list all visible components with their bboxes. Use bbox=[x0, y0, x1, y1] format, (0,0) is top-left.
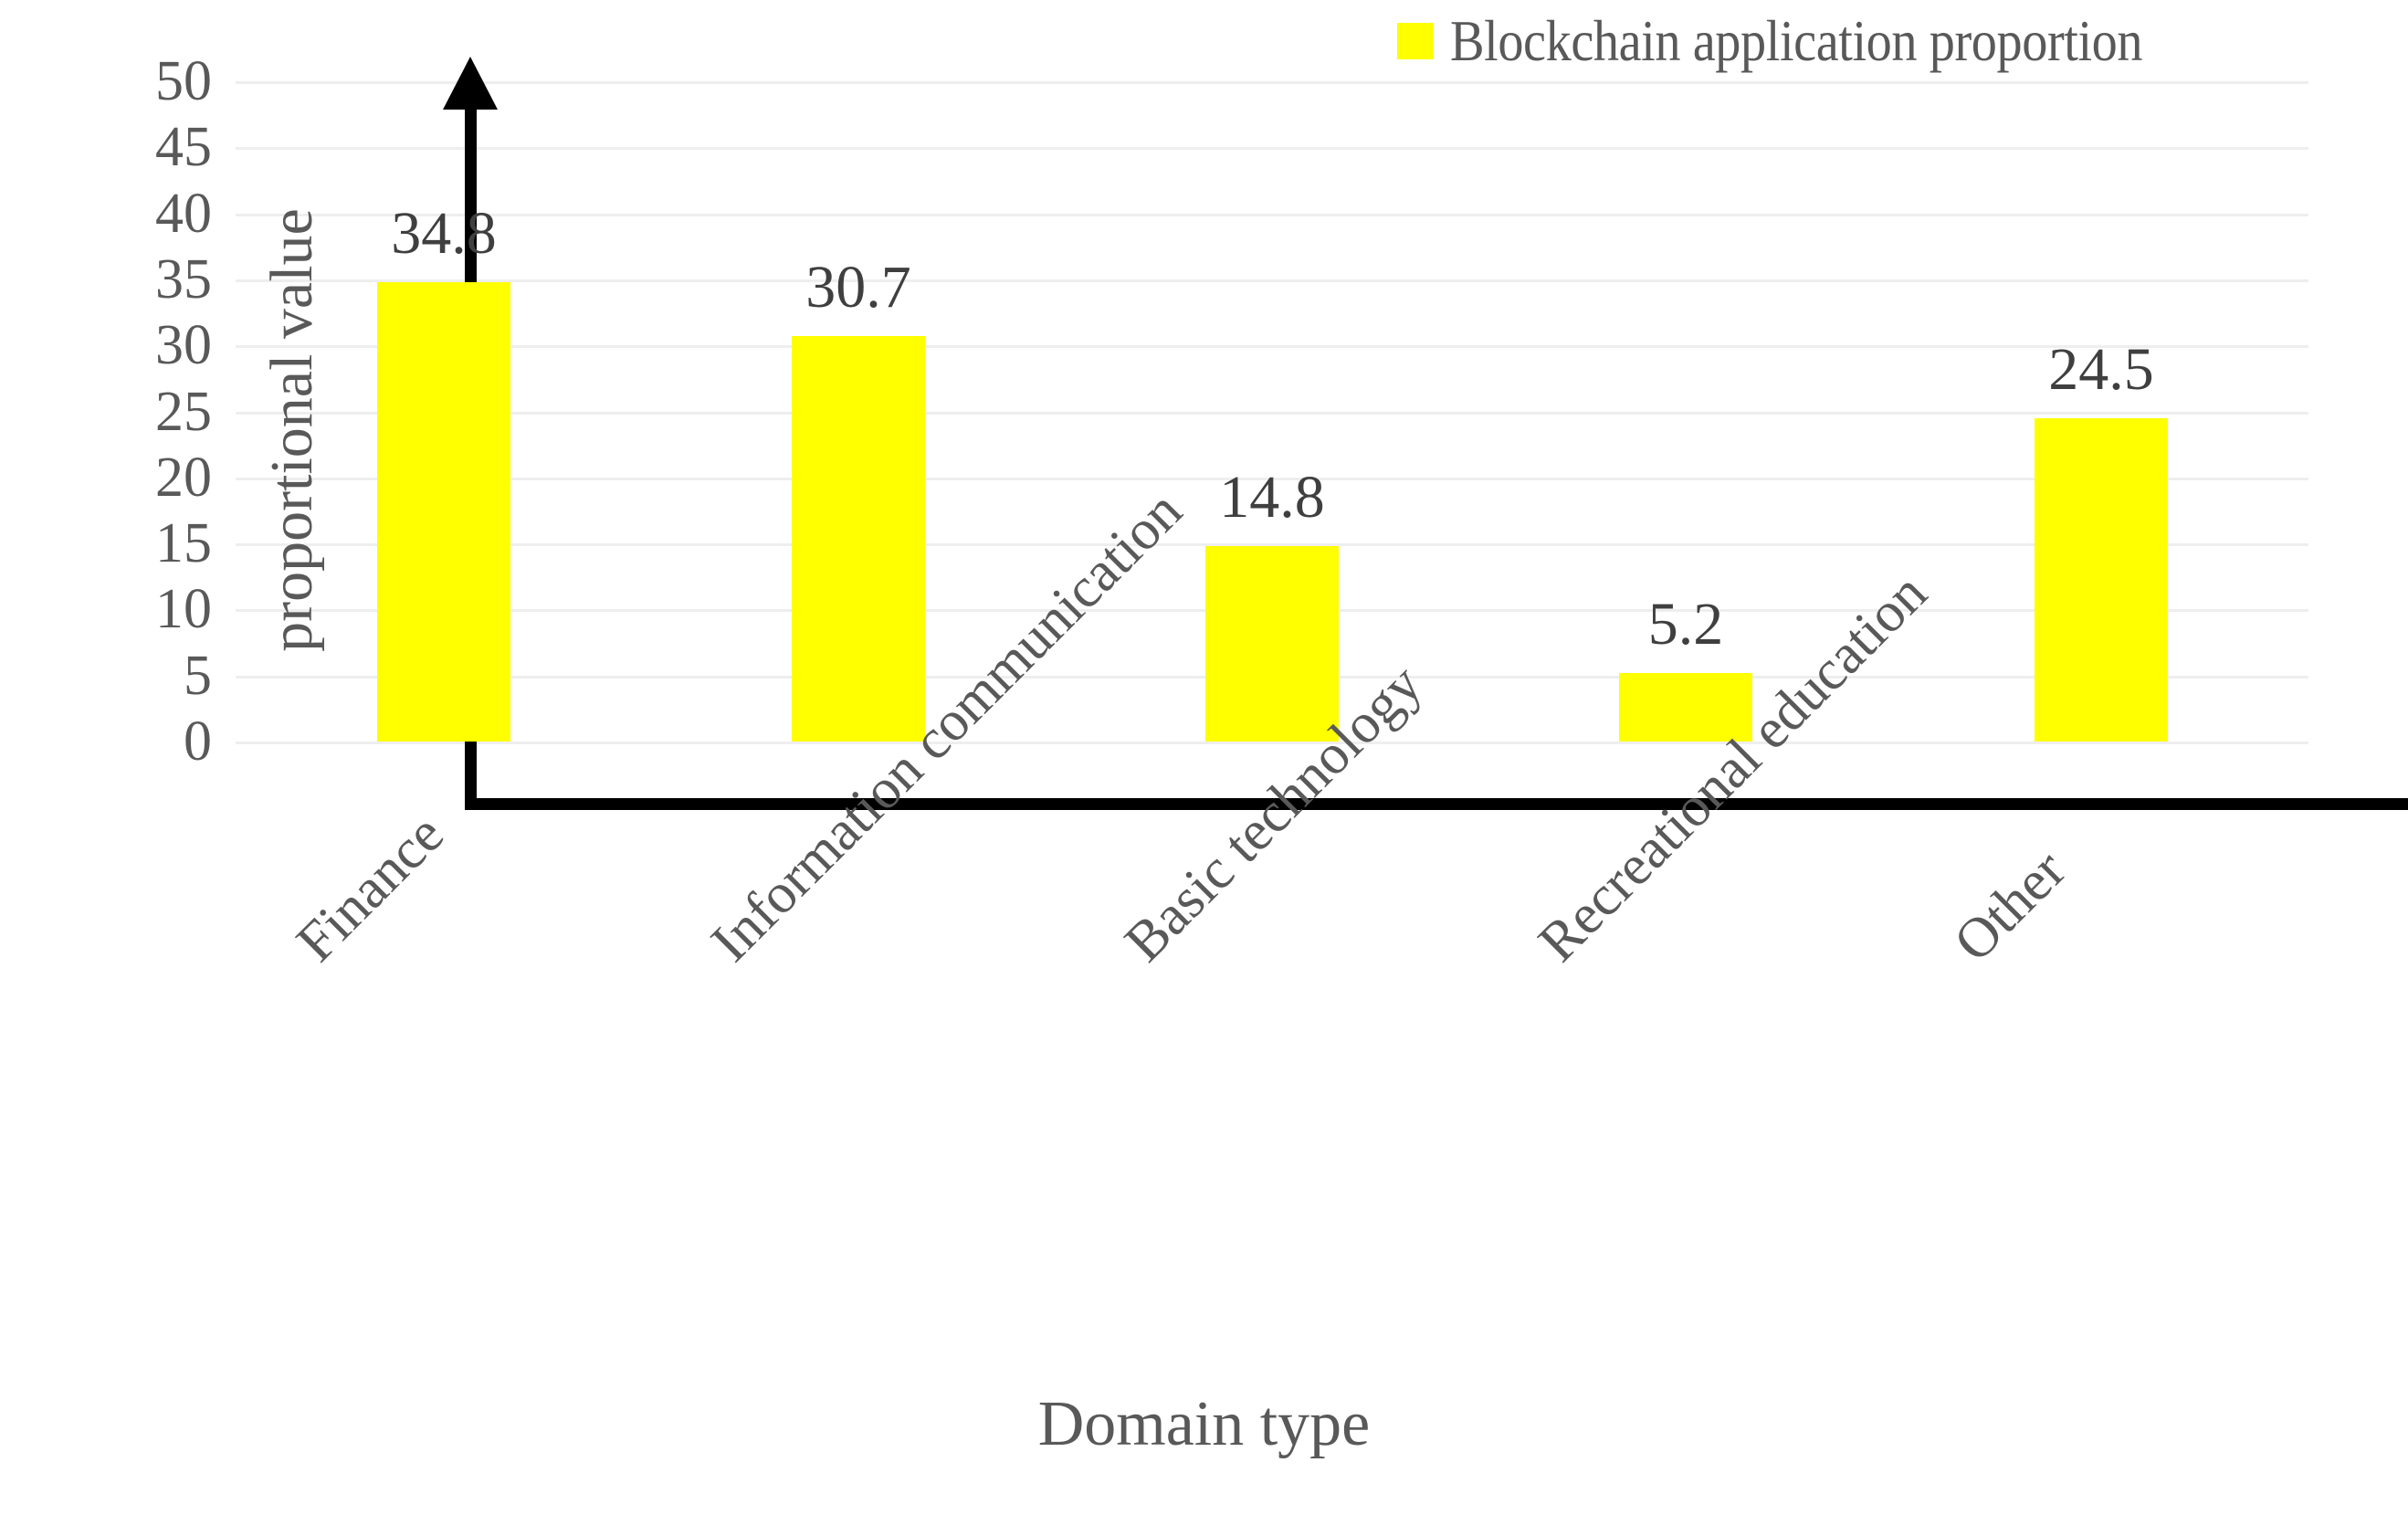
y-tick-label: 50 bbox=[155, 50, 212, 112]
y-axis-arrow-icon bbox=[443, 57, 498, 110]
x-tick-label: Finance bbox=[285, 803, 456, 974]
bar[interactable] bbox=[1619, 672, 1752, 742]
chart-legend: Blockchain application proportion bbox=[1397, 7, 2237, 75]
y-tick-label: 45 bbox=[155, 116, 212, 179]
y-tick-label: 10 bbox=[155, 578, 212, 641]
bar-data-label: 34.8 bbox=[391, 199, 497, 267]
y-tick-label: 35 bbox=[155, 247, 212, 310]
y-tick-label: 15 bbox=[155, 512, 212, 575]
gridline bbox=[236, 147, 2308, 151]
bar-data-label: 24.5 bbox=[2048, 335, 2154, 403]
x-axis-line bbox=[465, 798, 2408, 810]
gridline bbox=[236, 213, 2308, 216]
y-tick-label: 40 bbox=[155, 182, 212, 245]
bar-data-label: 5.2 bbox=[1647, 590, 1724, 658]
legend-label: Blockchain application proportion bbox=[1450, 8, 2143, 73]
gridline bbox=[236, 477, 2308, 480]
gridline bbox=[236, 543, 2308, 547]
bar[interactable] bbox=[2035, 417, 2168, 742]
bars-layer: 34.8 30.7 14.8 5.2 24.5 bbox=[0, 62, 2408, 742]
y-tick-label: 0 bbox=[184, 710, 212, 773]
bar[interactable] bbox=[792, 336, 925, 742]
gridline bbox=[236, 81, 2308, 84]
bar[interactable] bbox=[377, 281, 510, 742]
legend-swatch-icon bbox=[1397, 23, 1434, 59]
bar[interactable] bbox=[1205, 546, 1339, 742]
y-tick-label: 25 bbox=[155, 380, 212, 443]
gridline bbox=[236, 742, 2308, 744]
x-tick-label: Other bbox=[1942, 838, 2077, 974]
gridline bbox=[236, 411, 2308, 415]
bar-data-label: 14.8 bbox=[1219, 463, 1325, 531]
y-tick-label: 30 bbox=[155, 314, 212, 377]
bar-data-label: 30.7 bbox=[805, 254, 911, 321]
y-tick-label: 20 bbox=[155, 446, 212, 509]
x-axis-title: Domain type bbox=[1037, 1389, 1371, 1459]
gridline bbox=[236, 279, 2308, 282]
gridline bbox=[236, 345, 2308, 349]
y-tick-label: 5 bbox=[184, 644, 212, 707]
